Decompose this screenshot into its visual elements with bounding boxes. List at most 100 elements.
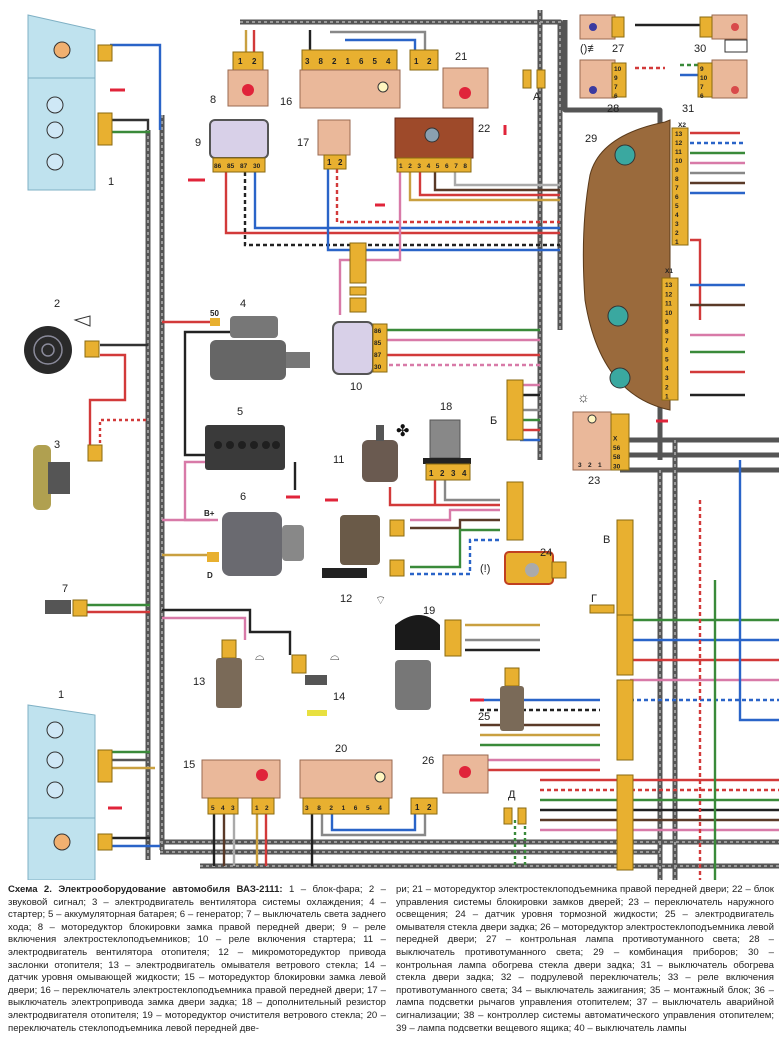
pin-label: 1: [598, 462, 602, 469]
heater-fan-motor: 11 ✤: [325, 423, 409, 502]
pin-label: 3: [665, 375, 669, 382]
fog-light-icon: ()≢: [580, 43, 598, 55]
pin-label: 2: [675, 230, 679, 237]
cooling-fan-motor: 3: [33, 439, 103, 510]
component-label-3: 3: [54, 439, 60, 451]
pin-label: 13: [665, 282, 673, 289]
pin-label: 12: [665, 291, 673, 298]
horn-icon: [73, 315, 91, 327]
pin-label: 2: [427, 803, 432, 812]
connector-label-v: В: [603, 534, 610, 546]
pin-label: 8: [463, 163, 467, 170]
pin-label: 87: [374, 352, 382, 359]
pin-label: 5: [373, 57, 378, 66]
pin-label: 7: [700, 84, 704, 91]
pin-label: 85: [374, 340, 382, 347]
pin-label: 9: [675, 167, 679, 174]
horn: 2: [24, 298, 100, 374]
wires: [85, 23, 779, 880]
right-door-lock-motor: 1 2 8: [210, 51, 269, 107]
connector-a: А: [522, 69, 546, 103]
fog-indicator-lamp: 27 ()≢: [579, 14, 625, 55]
pin-label: 11: [675, 149, 682, 156]
heater-damper-motor: 12: [322, 515, 405, 605]
component-label-13: 13: [193, 676, 205, 688]
right-connector-stacks: В Г Д: [503, 519, 634, 871]
pin-label: 6: [700, 93, 704, 100]
left-window-motor: 26 1 2: [410, 754, 489, 815]
wiring-diagram: 1 1 2 3 4 50 5: [24, 10, 779, 880]
connector-b-stack: [506, 379, 524, 541]
pin-label: 2: [265, 805, 269, 812]
pin-label: 86: [374, 328, 382, 335]
component-label-16: 16: [280, 96, 292, 108]
component-label-31: 31: [682, 103, 694, 115]
component-label-30: 30: [694, 43, 706, 55]
battery: 5: [205, 406, 300, 499]
pin-label: 5: [436, 163, 440, 170]
turn-lamp-icon: [46, 153, 64, 171]
component-label-12: 12: [340, 593, 352, 605]
component-label-18: 18: [440, 401, 452, 413]
pin-label: 12: [675, 140, 683, 147]
component-label-21: 21: [455, 51, 467, 63]
pin-label: 1: [415, 803, 420, 812]
pin-label: 8: [675, 176, 679, 183]
brake-fluid-sensor: 24 (!): [480, 547, 567, 585]
pin-label: 58: [613, 454, 621, 461]
pin-label: 3: [305, 57, 310, 66]
pin-label: 3: [451, 469, 456, 478]
pin-label: 4: [665, 366, 669, 373]
washer-icon: ⌓: [255, 649, 265, 663]
pin-label: 2: [408, 163, 412, 170]
washer-fluid-icon: ⌓: [330, 649, 340, 663]
fan-icon: ✤: [396, 423, 409, 440]
pin-label: 1: [429, 469, 434, 478]
gauge-icon: [609, 367, 631, 389]
generator-bplus-label: B+: [204, 509, 215, 518]
pin-label: 2: [329, 805, 333, 812]
component-label-1-bottom: 1: [58, 689, 64, 701]
rear-defrost-icon: [724, 39, 748, 53]
gauge-icon: [614, 144, 636, 166]
pin-label: 1: [665, 394, 669, 401]
pin-label: 6: [675, 194, 679, 201]
tailgate-lock-switch: 17 1 2: [297, 119, 351, 170]
lamp-icon: [377, 81, 389, 93]
rear-defrost-indicator-lamp: 30: [694, 14, 748, 55]
pin-label: 3: [578, 462, 582, 469]
pin-label: 4: [386, 57, 391, 66]
caption-text-1: 1 – блок-фара; 2 – звуковой сигнал; 3 – …: [8, 884, 386, 1034]
pin-label: 1: [414, 57, 419, 66]
component-label-22: 22: [478, 123, 490, 135]
component-label-23: 23: [588, 475, 600, 487]
pin-label: 3: [675, 221, 679, 228]
wiper-icon: ⌔: [375, 593, 386, 607]
component-label-6: 6: [240, 491, 246, 503]
pin-label: 6: [359, 57, 364, 66]
pin-label: 4: [378, 805, 382, 812]
connector-label-x2: X2: [678, 122, 686, 129]
component-label-7: 7: [62, 583, 68, 595]
tailgate-washer-motor: 25: [470, 667, 524, 731]
washer-fluid-level-sensor: 14 ⌓: [291, 649, 345, 716]
component-label-29: 29: [585, 133, 597, 145]
connector-label-a: А: [533, 91, 541, 103]
connector-label-x1: X1: [665, 268, 673, 275]
pin-label: 6: [614, 93, 618, 100]
component-label-11: 11: [333, 454, 344, 466]
gauge-icon: [607, 305, 629, 327]
pin-label: 2: [252, 57, 257, 66]
high-beam-lamp-icon: [46, 121, 64, 139]
pin-label: 4: [462, 469, 467, 478]
reverse-light-switch: 7: [45, 583, 88, 617]
